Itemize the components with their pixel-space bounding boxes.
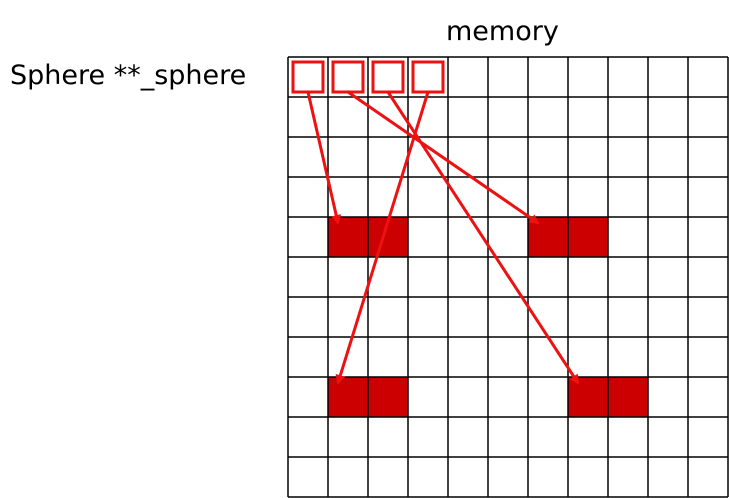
variable-label: Sphere **_sphere: [10, 60, 247, 91]
pointer-slot: [411, 60, 445, 94]
pointer-slot: [291, 60, 325, 94]
pointer-arrow: [306, 91, 342, 225]
pointer-arrow: [386, 91, 580, 385]
pointer-arrow: [347, 90, 540, 225]
pointer-arrow: [335, 91, 430, 385]
memory-title: memory: [446, 16, 559, 47]
pointer-slot: [371, 60, 405, 94]
pointer-arrows: [306, 90, 580, 385]
pointer-slot: [331, 60, 365, 94]
memory-grid: [287, 56, 729, 498]
